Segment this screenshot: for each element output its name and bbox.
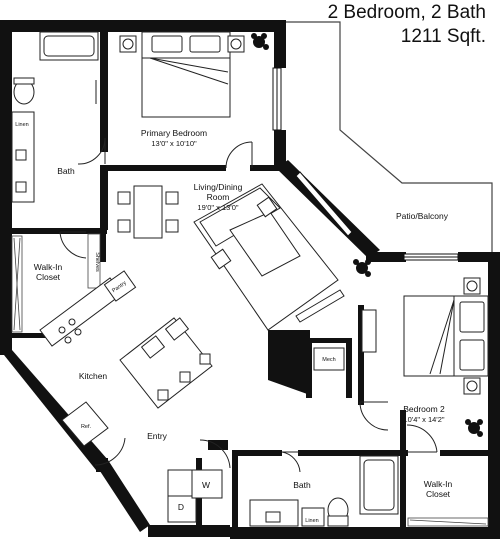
label-mech: Mech: [322, 357, 335, 363]
room-name-patio: Patio/Balcony: [396, 211, 449, 221]
windows: [272, 67, 459, 261]
room-name-bath1: Bath: [57, 166, 75, 176]
plant-icon: [251, 33, 269, 50]
plan-title: 2 Bedroom, 2 Bath: [327, 2, 486, 23]
bedroom2-bed: [361, 277, 489, 395]
room-dims-bedroom2: 10'4" x 14'2": [403, 415, 444, 424]
label-shelves: Shelves: [94, 252, 100, 272]
primary-bed: [119, 31, 245, 118]
room-labels: Primary Bedroom 13'0" x 10'10" Living/Di…: [34, 128, 453, 499]
label-washer: W: [202, 480, 210, 490]
label-linen-2: Linen: [305, 518, 318, 524]
label-dryer: D: [178, 502, 184, 512]
door-swings: [59, 137, 438, 473]
room-name-bedroom2: Bedroom 2: [403, 404, 445, 414]
plan-area: 1211 Sqft.: [400, 26, 486, 47]
room-dims-living: 19'0" x 13'0": [197, 203, 238, 212]
room-name-walkin1-line1: Walk-In: [34, 262, 63, 272]
closet2-shelves: [407, 517, 489, 527]
dining-table: [117, 185, 179, 239]
room-name-living-line1: Living/Dining: [194, 182, 243, 192]
plant-icon: [465, 419, 483, 437]
room-dims-primary-bedroom: 13'0" x 10'10": [151, 139, 197, 148]
mech-box: [313, 347, 345, 371]
bath2-fixtures: [249, 455, 399, 527]
label-ref: Ref.: [81, 424, 92, 430]
room-name-entry: Entry: [147, 431, 168, 441]
tv-console: [295, 289, 345, 323]
room-name-bath2: Bath: [293, 480, 311, 490]
room-name-walkin2-line2: Closet: [426, 489, 451, 499]
bath1-fixtures: [11, 31, 99, 203]
room-name-walkin2-line1: Walk-In: [424, 479, 453, 489]
patio-outline: [283, 21, 493, 255]
living-furniture: [193, 183, 339, 331]
room-name-living-line2: Room: [207, 192, 230, 202]
laundry: [167, 469, 223, 523]
room-name-walkin1-line2: Closet: [36, 272, 61, 282]
label-linen-1: Linen: [15, 122, 28, 128]
room-name-kitchen: Kitchen: [79, 371, 108, 381]
plant-icon: [353, 259, 371, 277]
room-name-primary-bedroom: Primary Bedroom: [141, 128, 207, 138]
closet1-shelves: [11, 233, 101, 333]
kitchen-fixtures: [39, 270, 213, 447]
